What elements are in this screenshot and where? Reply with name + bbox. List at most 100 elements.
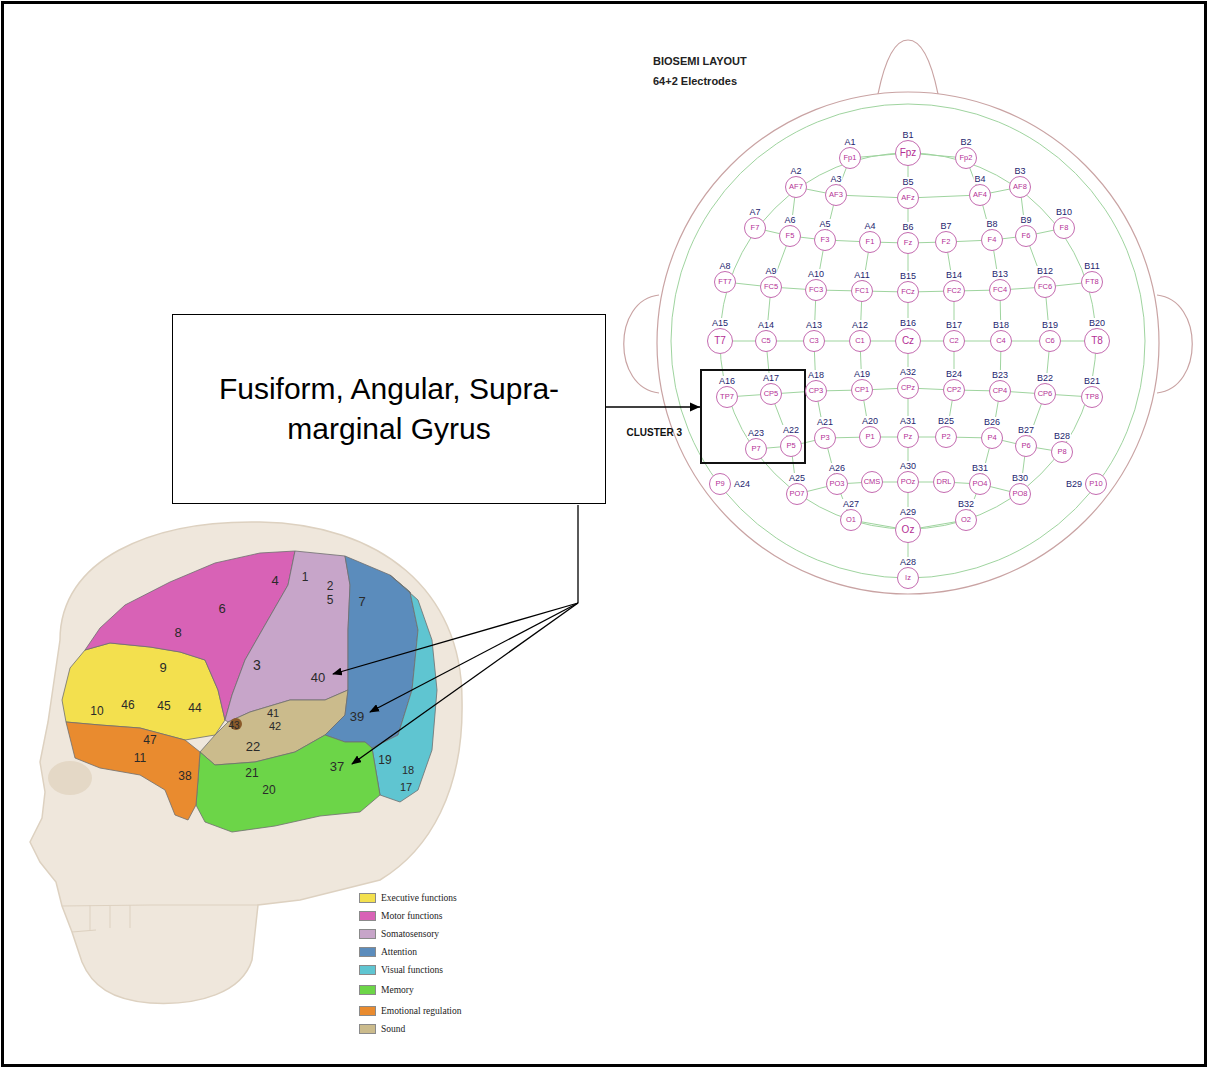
electrode-name: F2 bbox=[942, 238, 951, 246]
jaw-line bbox=[62, 905, 258, 906]
electrode-index: B10 bbox=[1055, 207, 1073, 217]
electrode-index: A23 bbox=[747, 428, 765, 438]
callout-number: 5 bbox=[327, 593, 334, 607]
electrode-index: B7 bbox=[939, 221, 952, 231]
electrode-name: O2 bbox=[961, 516, 971, 524]
box-text: Fusiform, Angular, Supra- marginal Gyrus bbox=[187, 369, 591, 450]
electrode-circle: A30POz bbox=[897, 471, 919, 493]
electrode-index: B28 bbox=[1053, 431, 1071, 441]
electrode-index: B13 bbox=[991, 269, 1009, 279]
electrode-name: FC2 bbox=[947, 287, 961, 295]
electrode-index: B20 bbox=[1088, 318, 1106, 328]
electrode-name: O1 bbox=[846, 516, 856, 524]
electrode-circle: A5F3 bbox=[814, 229, 836, 251]
electrode-name: FC6 bbox=[1038, 283, 1052, 291]
electrode-name: CPz bbox=[901, 384, 915, 392]
electrode-index: B23 bbox=[991, 370, 1009, 380]
electrode-circle: A17CP5 bbox=[760, 383, 782, 405]
electrode-circle: B23CP4 bbox=[989, 380, 1011, 402]
electrode-index: B2 bbox=[959, 137, 972, 147]
electrode-index: B17 bbox=[945, 320, 963, 330]
electrode-index: B27 bbox=[1017, 425, 1035, 435]
electrode-index: A24 bbox=[733, 479, 751, 489]
electrode-index: A3 bbox=[829, 174, 842, 184]
legend-swatch bbox=[359, 947, 376, 957]
legend-text: Somatosensory bbox=[381, 928, 439, 940]
electrode-name: FC4 bbox=[993, 286, 1007, 294]
electrode-index: B22 bbox=[1036, 373, 1054, 383]
leader-lines bbox=[333, 505, 578, 764]
electrode-circle: B13FC4 bbox=[989, 279, 1011, 301]
electrode-circle: A32CPz bbox=[897, 377, 919, 399]
electrode-circle: A31Pz bbox=[897, 426, 919, 448]
legend-text: Emotional regulation bbox=[381, 1005, 461, 1017]
electrode-name: F5 bbox=[786, 232, 795, 240]
electrode-circle: DRL bbox=[933, 471, 955, 493]
electrode-circle: B18C4 bbox=[990, 330, 1012, 352]
electrode-index: B25 bbox=[937, 416, 955, 426]
electrode-name: C1 bbox=[855, 337, 865, 345]
electrode-name: P5 bbox=[786, 442, 795, 450]
electrode-index: A17 bbox=[762, 373, 780, 383]
electrode-index: B8 bbox=[985, 219, 998, 229]
legend-text: Attention bbox=[381, 946, 417, 958]
electrode-name: Fp2 bbox=[960, 154, 973, 162]
electrode-index: A15 bbox=[711, 318, 729, 328]
electrode-name: Fz bbox=[904, 239, 912, 247]
electrode-name: PO8 bbox=[1012, 490, 1027, 498]
head-outline bbox=[624, 40, 1193, 594]
electrode-name: C5 bbox=[761, 337, 771, 345]
electrode-index: B15 bbox=[899, 271, 917, 281]
electrode-name: CMS bbox=[864, 478, 881, 486]
electrode-circle: B25P2 bbox=[935, 426, 957, 448]
electrode-name: Fp1 bbox=[844, 154, 857, 162]
layout-title: BIOSEMI LAYOUT bbox=[653, 55, 747, 68]
electrode-index: B6 bbox=[901, 222, 914, 232]
electrode-name: T8 bbox=[1091, 336, 1103, 346]
legend-swatch bbox=[359, 929, 376, 939]
legend-text: Visual functions bbox=[381, 964, 443, 976]
electrode-circle: B3AF8 bbox=[1009, 176, 1031, 198]
electrode-circle: B9F6 bbox=[1015, 225, 1037, 247]
electrode-name: C2 bbox=[949, 337, 959, 345]
callout-number: 40 bbox=[311, 670, 325, 685]
electrode-circle: B11FT8 bbox=[1081, 271, 1103, 293]
electrode-name: CP1 bbox=[855, 386, 870, 394]
electrode-name: AF3 bbox=[829, 191, 843, 199]
electrode-name: FT7 bbox=[718, 278, 731, 286]
electrode-name: P3 bbox=[820, 434, 829, 442]
connector-arrow bbox=[606, 403, 700, 412]
electrode-circle: A28Iz bbox=[897, 567, 919, 589]
electrode-name: Fpz bbox=[900, 148, 917, 158]
electrode-name: P4 bbox=[987, 434, 996, 442]
electrode-name: POz bbox=[901, 478, 916, 486]
connector-line bbox=[606, 406, 700, 408]
electrode-circle: A18CP3 bbox=[805, 380, 827, 402]
electrode-circle: A27O1 bbox=[840, 509, 862, 531]
electrode-circle: B8F4 bbox=[981, 229, 1003, 251]
electrode-name: Pz bbox=[904, 433, 913, 441]
callout-number: 47 bbox=[143, 733, 156, 747]
electrode-circle: A3AF3 bbox=[825, 184, 847, 206]
electrode-name: F6 bbox=[1022, 232, 1031, 240]
electrode-circle: B7F2 bbox=[935, 231, 957, 253]
electrode-circle: A13C3 bbox=[803, 330, 825, 352]
electrode-circle: B4AF4 bbox=[969, 184, 991, 206]
skull bbox=[30, 522, 462, 1003]
electrode-circle: A21P3 bbox=[814, 427, 836, 449]
electrode-index: B12 bbox=[1036, 266, 1054, 276]
electrode-index: A8 bbox=[718, 261, 731, 271]
electrode-index: A32 bbox=[899, 367, 917, 377]
electrode-circle: A12C1 bbox=[849, 330, 871, 352]
electrode-circle: A11FC1 bbox=[851, 280, 873, 302]
electrode-circle: A7F7 bbox=[744, 217, 766, 239]
electrode-index: B3 bbox=[1013, 166, 1026, 176]
electrode-name: CP5 bbox=[764, 390, 779, 398]
left-ear bbox=[624, 295, 659, 393]
electrode-index: A30 bbox=[899, 461, 917, 471]
electrode-index: B16 bbox=[899, 318, 917, 328]
electrode-name: P6 bbox=[1021, 442, 1030, 450]
electrode-index: A6 bbox=[783, 215, 796, 225]
electrode-circle: A14C5 bbox=[755, 330, 777, 352]
